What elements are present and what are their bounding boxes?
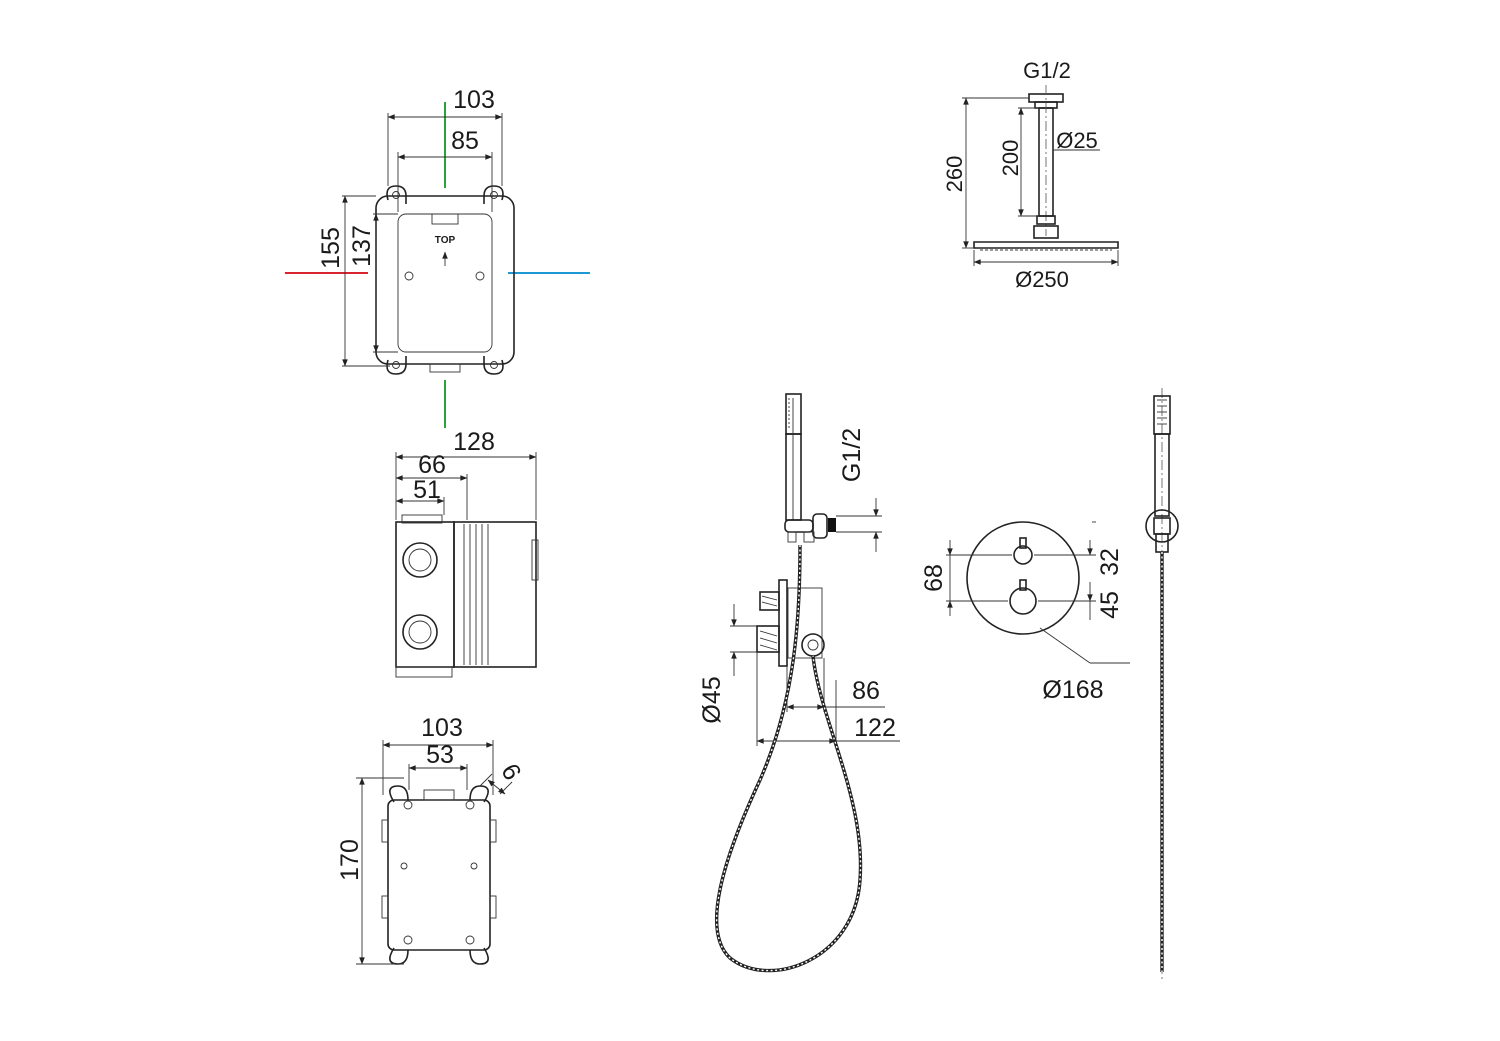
mount-ear-bl [386,356,407,375]
outlet-nut [828,518,836,532]
dim-depth-mid: 66 [418,451,446,479]
hose-connector [801,633,825,657]
overhead-head-diameter: Ø250 [1015,267,1069,292]
mount-hole [392,361,400,369]
dim-width-outer: 103 [453,86,495,114]
mount-ear-tr [483,185,504,204]
dim-back-offset: 6 [495,759,526,785]
hand-connection: G1/2 [838,428,866,482]
box-side-view: 128 66 51 [395,428,539,678]
hand-projection-small: 86 [852,677,880,705]
plate-spacing: 68 [920,564,948,592]
front-holder [1145,509,1179,543]
dim-depth-total: 128 [453,428,495,456]
head-joint [1033,225,1059,239]
dim-width-inner: 85 [451,127,479,155]
plate-top-offset: 32 [1096,548,1124,576]
shower-head [973,241,1119,249]
hand-projection-large: 122 [854,714,896,742]
top-slot [431,213,459,225]
hand-shower-front-view [1145,388,1179,980]
side-body-back [453,521,537,668]
bottom-tab [429,363,461,373]
overhead-arm-length: 200 [998,140,1023,177]
screw-hole [404,271,414,281]
outlet-elbow [812,513,828,539]
control-plate-view: 68 32 45 Ø168 [920,521,1130,704]
box-front-view: TOP 103 85 155 137 [285,86,590,428]
mount-ear-tl [386,185,407,204]
dim-height-inner: 137 [348,225,376,267]
mount-hole [392,191,400,199]
box-outer [375,195,515,365]
hand-shower-handle [785,433,802,521]
thermostat-knob [1009,587,1037,615]
dim-height-outer: 155 [317,227,345,269]
dim-back-width-outer: 103 [421,714,463,742]
box-back-view: 103 53 170 6 [336,714,527,965]
hand-shower-head [785,393,802,435]
upper-port [402,542,438,578]
screw-hole [475,271,485,281]
overhead-total-height: 260 [942,156,967,193]
hand-handle-diameter: Ø45 [698,676,726,723]
dim-line [1039,627,1091,664]
dim-back-width-inner: 53 [426,741,454,769]
plate-diameter: Ø168 [1042,676,1103,704]
top-label: TOP [435,235,456,246]
dim-line [487,779,506,795]
mount-hole [490,361,498,369]
plate-bottom-offset: 45 [1096,591,1124,619]
back-body [387,799,491,951]
arm-collar [1036,215,1056,225]
mount-ear-br [483,356,504,375]
upper-handle [759,591,780,611]
front-handle [1154,433,1170,517]
dim-depth-min: 51 [413,476,441,504]
shower-hose [714,544,863,973]
overhead-connection: G1/2 [1023,58,1071,83]
dim-back-height: 170 [336,839,364,881]
diverter-knob [1013,545,1033,565]
lower-port [402,614,438,650]
lower-handle [756,625,780,653]
wall-outlet [784,519,814,533]
overhead-shower-view: G1/2 Ø25 200 260 Ø250 [942,58,1119,292]
mount-hole [490,191,498,199]
dim-line [479,773,493,787]
wall-plate [778,579,788,667]
overhead-arm-diameter: Ø25 [1056,128,1098,153]
cover-plate [966,521,1080,635]
hand-shower-side-view: G1/2 Ø45 86 122 [698,393,900,973]
